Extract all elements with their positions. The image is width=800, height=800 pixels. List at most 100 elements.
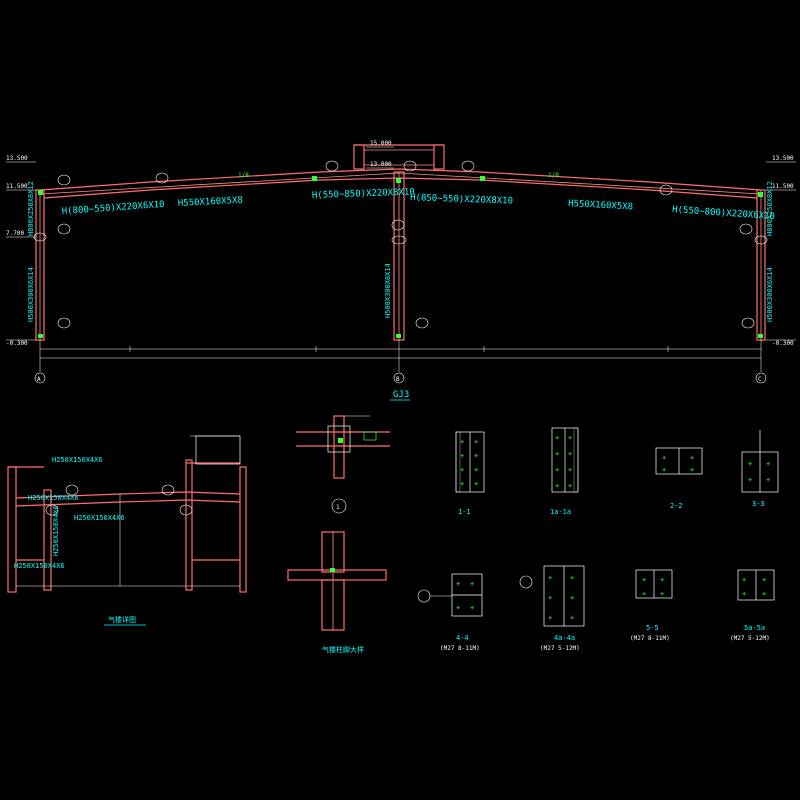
label-center-left: H(550~850)X220X8X10 (312, 187, 415, 201)
elevation-markers: 13.500 11.500 7.700 -0.300 15.000 13.000… (6, 140, 796, 347)
bolt-marks (38, 176, 763, 338)
gable-member-4: H250X150X4X6 (52, 505, 60, 556)
section-5-5-title: 5-5 (646, 624, 659, 632)
svg-text:+: + (568, 450, 572, 458)
section-3-3: + + + + 3-3 (741, 430, 779, 508)
axis-c: C (758, 376, 762, 383)
svg-text:+: + (662, 466, 666, 474)
label-left-mid-rafter: H550X160X5X8 (178, 196, 243, 209)
svg-text:+: + (555, 482, 559, 490)
svg-text:+: + (568, 434, 572, 442)
svg-text:+: + (548, 574, 552, 582)
svg-text:+: + (456, 580, 460, 588)
gable-title: 气楼详图 (108, 615, 136, 624)
elev-13500-right: 13.500 (772, 155, 794, 162)
svg-text:+: + (762, 590, 766, 598)
svg-text:+: + (748, 460, 752, 468)
svg-text:+: + (456, 604, 460, 612)
axis-b: B (396, 376, 400, 383)
svg-text:+: + (570, 574, 574, 582)
svg-text:+: + (474, 438, 478, 446)
dimension-lines (39, 340, 762, 372)
detail-one-mark: 1 (336, 504, 340, 511)
svg-text:+: + (570, 594, 574, 602)
svg-text:+: + (748, 476, 752, 484)
section-4-4-title: 4-4 (456, 634, 469, 642)
axis-bubbles: A B C (34, 372, 767, 384)
section-5-5: ++ ++ 5-5 (M27 8-11M) (630, 569, 673, 642)
gable-member-5: H250X150X4X6 (14, 562, 65, 570)
svg-text:+: + (642, 576, 646, 584)
frame-title: GJ3 (393, 390, 409, 400)
left-column (35, 189, 45, 341)
svg-text:+: + (460, 480, 464, 488)
label-right-mid-rafter: H550X160X5X8 (568, 199, 633, 212)
section-5a-5a: ++ ++ 5a-5a (M27 5-12M) (730, 569, 775, 642)
label-right-col-bot: H500X300X6X14 (766, 267, 774, 322)
portal-frame: 13.500 11.500 7.700 -0.300 15.000 13.000… (6, 140, 796, 401)
section-1-1-title: 1-1 (458, 508, 471, 516)
splice-title: 气楼柱脚大样 (322, 645, 364, 654)
label-right-rafter: H(550~800)X220X6X10 (672, 205, 775, 222)
gable-member-3: H250X150X4X6 (74, 514, 125, 522)
svg-text:+: + (568, 482, 572, 490)
svg-text:+: + (470, 604, 474, 612)
svg-text:+: + (766, 476, 770, 484)
member-labels: H(800~550)X220X6X10 H550X160X5X8 H(550~8… (27, 172, 775, 322)
svg-text:+: + (742, 576, 746, 584)
section-2-2: + + + + 2-2 (655, 447, 703, 510)
svg-text:+: + (555, 450, 559, 458)
label-left-rafter: H(800~550)X220X6X10 (62, 200, 165, 217)
gable-member-1: H250X150X4X6 (52, 456, 103, 464)
svg-text:+: + (460, 438, 464, 446)
svg-text:+: + (660, 576, 664, 584)
elev-13500-left: 13.500 (6, 155, 28, 162)
splice-detail: 气楼柱脚大样 (287, 531, 387, 654)
section-1-1: ++ ++ ++ ++ 1-1 (455, 431, 485, 516)
slope-left: 1/8 (238, 172, 249, 179)
svg-text:+: + (548, 594, 552, 602)
section-1a-1a: + + + + + + + + 1a-1a (550, 427, 579, 516)
gable-member-2: H250X150X4X6 (28, 494, 79, 502)
label-center-right: H(850~550)X220X8X10 (410, 193, 513, 207)
section-4a-4a: ++ ++ ++ 4a-4a (M27 5-12M) (519, 565, 585, 652)
elev-m0300-right: -0.300 (772, 340, 794, 347)
section-4a-4a-sub: (M27 5-12M) (540, 645, 580, 652)
section-4a-4a-title: 4a-4a (554, 634, 575, 642)
section-1a-1a-title: 1a-1a (550, 508, 571, 516)
svg-text:+: + (548, 614, 552, 622)
svg-text:+: + (555, 466, 559, 474)
frame-bubbles (33, 160, 768, 329)
section-4-4: + + + + 4-4 (M27 8-11M) (417, 573, 483, 652)
section-5a-5a-title: 5a-5a (744, 624, 765, 632)
label-right-col-top: H800X250X8X12 (766, 181, 774, 236)
svg-text:+: + (460, 466, 464, 474)
svg-text:+: + (766, 460, 770, 468)
section-2-2-title: 2-2 (670, 502, 683, 510)
svg-text:+: + (470, 580, 474, 588)
gable-detail: H250X150X4X6 H250X150X4X6 H250X150X4X6 H… (7, 435, 247, 626)
svg-text:+: + (662, 454, 666, 462)
svg-text:+: + (555, 434, 559, 442)
svg-text:+: + (642, 590, 646, 598)
elev-13000: 13.000 (370, 161, 392, 168)
svg-text:+: + (660, 590, 664, 598)
svg-text:+: + (568, 466, 572, 474)
slope-right: 1/8 (548, 172, 559, 179)
section-4-4-sub: (M27 8-11M) (440, 645, 480, 652)
axis-a: A (37, 376, 41, 383)
svg-text:+: + (762, 576, 766, 584)
svg-text:+: + (474, 480, 478, 488)
label-left-col-bot: H500X300X6X14 (27, 267, 35, 322)
ridge-monitor (353, 144, 445, 170)
elev-15000: 15.000 (370, 140, 392, 147)
elev-m0300-left: -0.300 (6, 340, 28, 347)
svg-text:+: + (690, 466, 694, 474)
svg-text:+: + (690, 454, 694, 462)
section-3-3-title: 3-3 (752, 500, 765, 508)
elev-11500-right: 11.500 (772, 183, 794, 190)
elev-11500-left: 11.500 (6, 183, 28, 190)
label-left-col-top: H800X250X8X12 (27, 181, 35, 236)
svg-text:+: + (474, 452, 478, 460)
